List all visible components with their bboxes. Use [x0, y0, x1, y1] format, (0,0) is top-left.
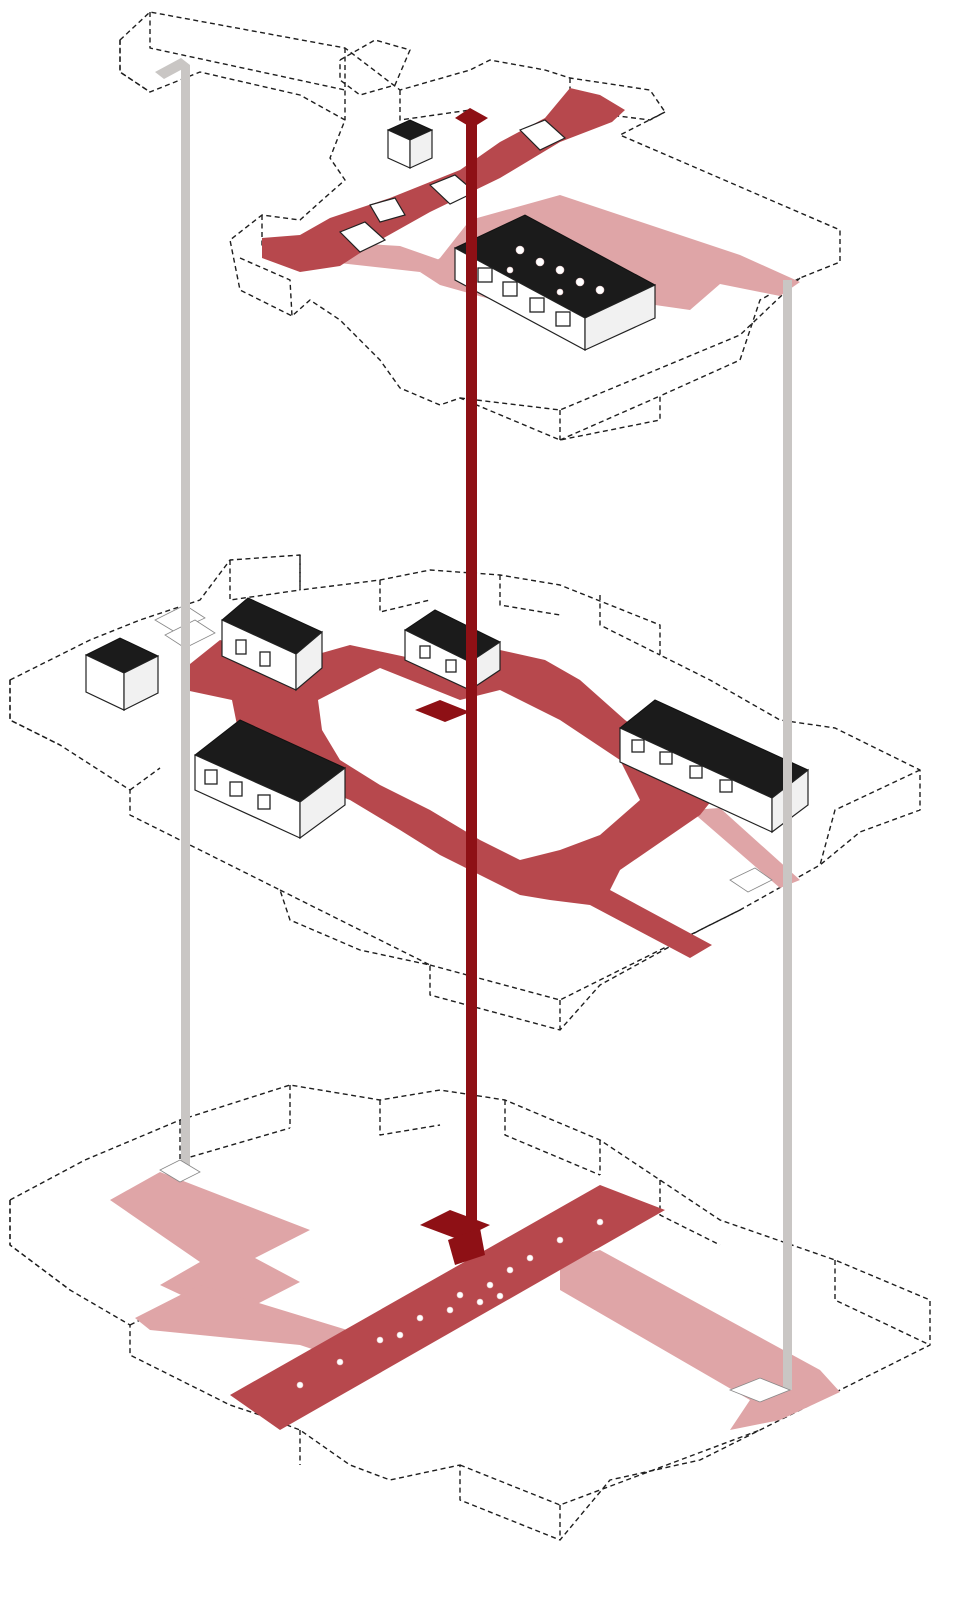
upper-level — [119, 11, 841, 441]
middle-room-a — [84, 637, 160, 711]
middle-room-e — [619, 699, 809, 834]
stair — [159, 1159, 201, 1183]
upper-tower-kiosk — [386, 119, 434, 169]
ground-main-street — [230, 1185, 665, 1430]
upper-room-cafe — [453, 214, 657, 352]
stair — [728, 1377, 792, 1403]
middle-room-d — [194, 719, 346, 840]
red-central-core — [466, 118, 477, 1223]
middle-room-b — [221, 597, 323, 692]
middle-faded-strip — [690, 808, 800, 888]
skylight — [338, 221, 387, 253]
ground-level — [9, 1084, 931, 1541]
skylight — [369, 197, 406, 223]
middle-level — [9, 554, 921, 1031]
vertical-cores — [155, 58, 792, 1403]
cafe-tables — [506, 245, 605, 296]
ground-crowd — [296, 1218, 604, 1389]
core-stairs — [159, 1159, 792, 1403]
stair — [154, 604, 206, 633]
grey-right-core — [783, 280, 792, 1390]
central-core-landing — [415, 700, 490, 1265]
grey-left-core — [181, 65, 190, 1170]
middle-walkway-loop — [185, 640, 720, 958]
stair — [729, 867, 773, 893]
upper-skylights — [338, 119, 567, 253]
upper-level-outline — [119, 11, 841, 441]
skylight — [518, 119, 567, 151]
